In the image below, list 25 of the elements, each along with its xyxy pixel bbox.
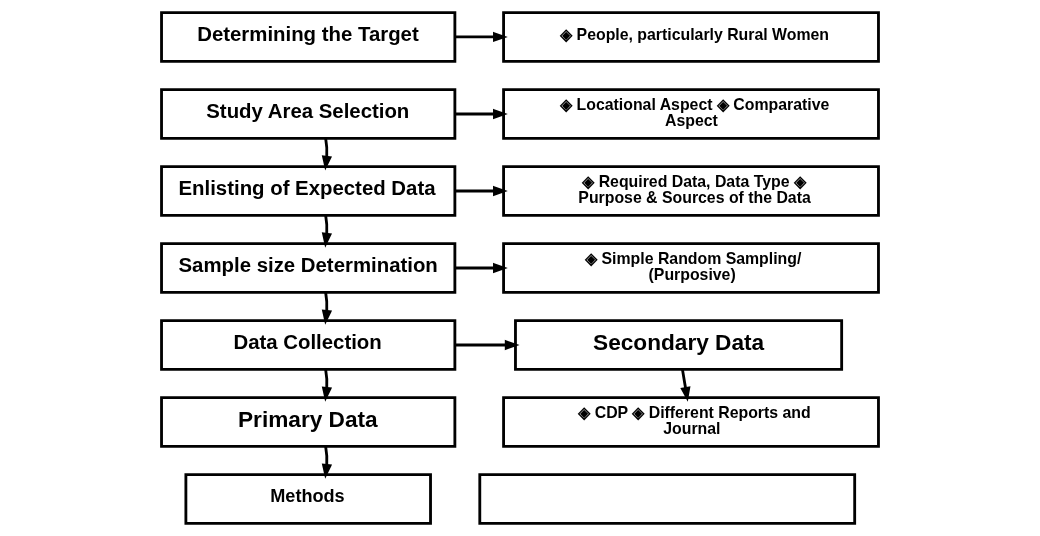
arrow — [455, 262, 508, 274]
node-box: ◈ People, particularly Rural Women — [502, 11, 880, 63]
node-box: ◈ Required Data, Data Type ◈ Purpose & Sources of the Data — [502, 165, 880, 217]
node-box: ◈ Simple Random Sampling/ (Purposive) — [502, 242, 880, 294]
node-box: Study Area Selection — [160, 88, 457, 140]
node-box — [478, 473, 857, 525]
node-box: Methods — [184, 473, 432, 525]
arrow — [455, 31, 508, 43]
node-box: Data Collection — [160, 319, 457, 371]
arrow — [680, 369, 691, 402]
node-box: ◈ CDP ◈ Different Reports and Journal — [502, 396, 880, 448]
node-box: Sample size Determination — [160, 242, 457, 294]
node-box: Determining the Target — [160, 11, 457, 63]
node-box: ◈ Locational Aspect ◈ Comparative Aspect — [502, 88, 880, 140]
arrow — [321, 369, 333, 402]
arrow — [455, 339, 520, 351]
arrow — [321, 292, 333, 325]
node-box: Enlisting of Expected Data — [160, 165, 457, 217]
arrow — [321, 138, 333, 171]
node-box: Secondary Data — [514, 319, 844, 371]
node-box: Primary Data — [160, 396, 457, 448]
arrow — [455, 108, 508, 120]
arrow — [321, 446, 333, 479]
arrow — [455, 185, 508, 197]
arrow — [321, 215, 333, 248]
